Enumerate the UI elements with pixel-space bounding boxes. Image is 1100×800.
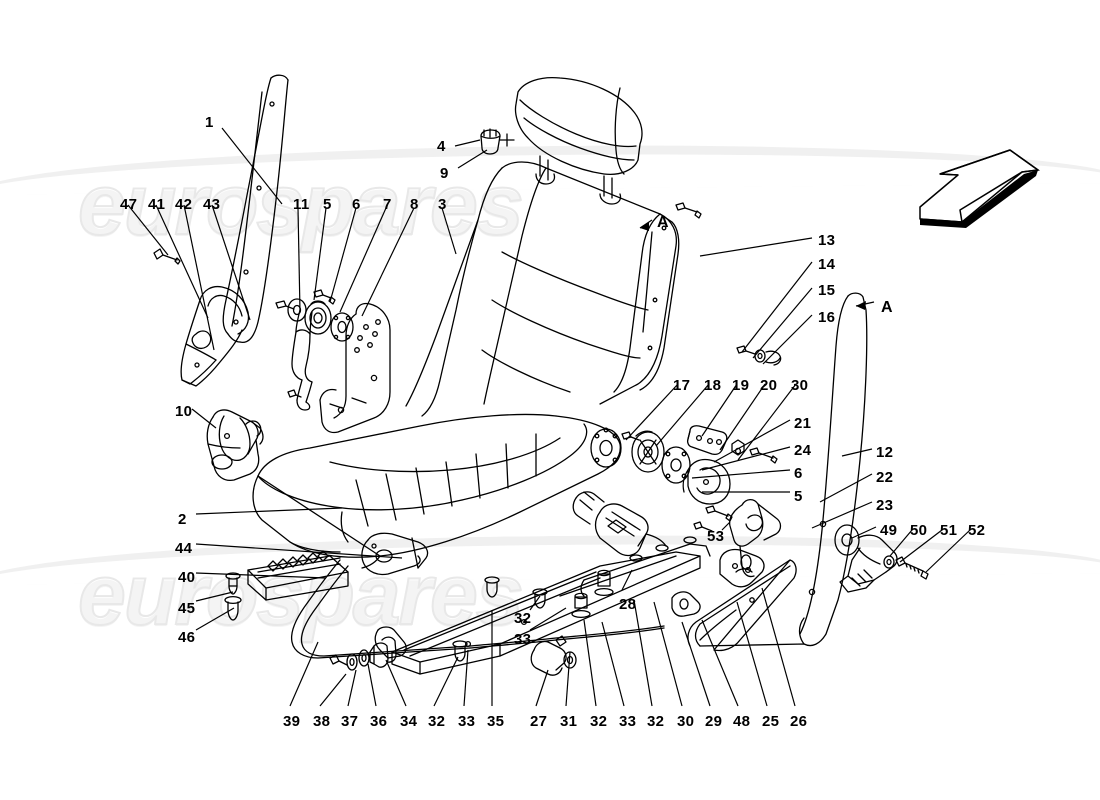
part-misc-bottom: [671, 591, 701, 617]
part-belt-retractor: [206, 409, 264, 482]
callout-number-30: 30: [791, 377, 809, 394]
callout-number-23: 23: [876, 497, 894, 514]
part-lower-side-panel: [687, 559, 797, 652]
part-hinge-cover-plate: [180, 285, 250, 387]
part-bolts-right: [675, 202, 782, 366]
callout-number-7: 7: [383, 196, 392, 213]
part-recliner-mechanism: [590, 425, 778, 522]
callout-number-41: 41: [148, 196, 166, 213]
callout-number-38: 38: [313, 713, 331, 730]
callout-number-52: 52: [968, 522, 986, 539]
callout-number-27: 27: [530, 713, 548, 730]
callout-number-33: 33: [514, 631, 532, 648]
callout-number-45: 45: [178, 600, 196, 617]
callout-number-46: 46: [178, 629, 196, 646]
callout-number-11: 11: [293, 196, 310, 213]
callout-number-32: 32: [514, 610, 532, 627]
callout-number-32: 32: [428, 713, 446, 730]
callout-number-39: 39: [283, 713, 301, 730]
callout-number-42: 42: [175, 196, 193, 213]
part-fasteners-45-46: [224, 572, 242, 621]
callout-number-6: 6: [794, 465, 803, 482]
part-hinge-bracket: [319, 302, 391, 434]
part-buckle-right: [572, 491, 667, 557]
callout-number-14: 14: [818, 256, 836, 273]
part-right-seat-rail: [391, 536, 711, 675]
callout-number-21: 21: [794, 415, 812, 432]
part-washers-left: [329, 636, 397, 671]
callout-number-16: 16: [818, 309, 836, 326]
callout-number-32: 32: [647, 713, 665, 730]
callout-number-6: 6: [352, 196, 361, 213]
callout-number-47: 47: [120, 196, 138, 213]
callout-number-26: 26: [790, 713, 808, 730]
callout-number-44: 44: [175, 540, 193, 557]
direction-arrow: [919, 149, 1040, 228]
part-right-trim-panel: [694, 292, 868, 647]
callout-number-24: 24: [794, 442, 812, 459]
part-handle-assembly: [834, 524, 929, 593]
part-left-seat-rail: [247, 550, 349, 601]
callout-number-33: 33: [458, 713, 476, 730]
part-belt-buckle-stalk: [287, 309, 313, 411]
callout-number-48: 48: [733, 713, 751, 730]
callout-number-5: 5: [794, 488, 803, 505]
callout-number-17: 17: [673, 377, 691, 394]
section-letter: A: [657, 214, 669, 231]
callout-number-35: 35: [487, 713, 505, 730]
callout-number-22: 22: [876, 469, 894, 486]
callout-number-40: 40: [178, 569, 196, 586]
part-bracket-34: [374, 626, 407, 659]
callout-number-9: 9: [440, 165, 449, 182]
callout-number-28: 28: [619, 596, 637, 613]
callout-number-15: 15: [818, 282, 836, 299]
part-headrest-guide: [480, 128, 515, 155]
callout-number-20: 20: [760, 377, 778, 394]
callout-number-2: 2: [178, 511, 187, 528]
callout-number-12: 12: [876, 444, 894, 461]
callout-number-32: 32: [590, 713, 608, 730]
part-seat-cushion: [252, 413, 621, 569]
callout-number-13: 13: [818, 232, 836, 249]
callout-number-31: 31: [560, 713, 578, 730]
callout-number-1: 1: [205, 114, 214, 131]
callout-number-53: 53: [707, 528, 725, 545]
part-screw-47: [153, 248, 181, 265]
callout-number-51: 51: [940, 522, 958, 539]
callout-number-19: 19: [732, 377, 750, 394]
callout-number-10: 10: [175, 403, 193, 420]
callout-number-49: 49: [880, 522, 898, 539]
callout-number-4: 4: [437, 138, 446, 155]
section-letter: A: [881, 299, 893, 316]
callout-number-3: 3: [438, 196, 447, 213]
callout-number-5: 5: [323, 196, 332, 213]
part-backrest-side-trim: [222, 74, 289, 344]
callout-number-30: 30: [677, 713, 695, 730]
callout-number-37: 37: [341, 713, 359, 730]
callout-number-25: 25: [762, 713, 780, 730]
callout-number-50: 50: [910, 522, 928, 539]
callout-number-34: 34: [400, 713, 418, 730]
callout-number-18: 18: [704, 377, 722, 394]
callout-number-33: 33: [619, 713, 637, 730]
part-seat-back-cushion: [405, 76, 680, 417]
callout-number-29: 29: [705, 713, 723, 730]
part-release-levers: [693, 498, 782, 588]
leader-lines: [127, 127, 971, 707]
section-arrow-heads: [640, 222, 866, 310]
callout-number-36: 36: [370, 713, 388, 730]
callout-number-43: 43: [203, 196, 221, 213]
callout-number-8: 8: [410, 196, 419, 213]
